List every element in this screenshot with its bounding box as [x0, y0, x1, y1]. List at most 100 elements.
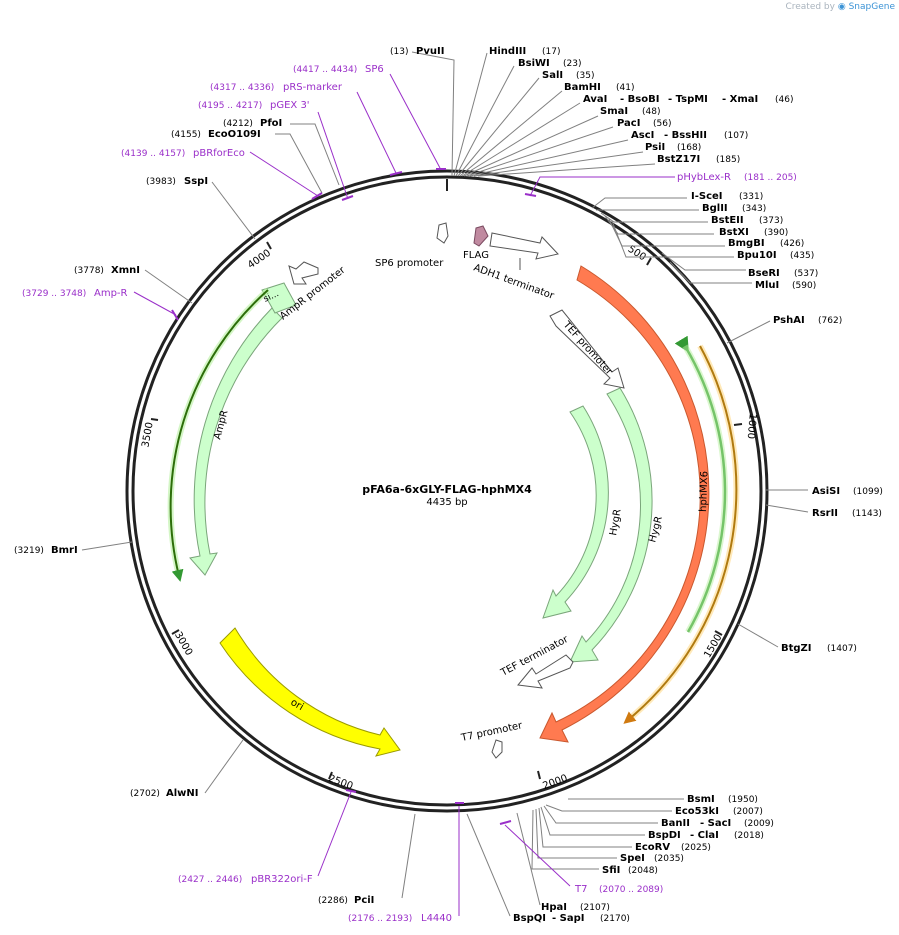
- enzyme-name: - TspMI: [668, 94, 708, 105]
- enzyme-name: AscI: [631, 130, 654, 141]
- hphmx6-label: hphMX6: [698, 471, 710, 512]
- flag-arrow: [473, 225, 489, 247]
- enzyme-leader-line: [466, 813, 511, 917]
- primer-name: pRS-marker: [283, 82, 343, 93]
- enzyme-leader-line: [516, 812, 541, 906]
- enzyme-pos: (1099): [853, 487, 883, 497]
- enzyme-name: PfoI: [260, 118, 282, 129]
- primer-name: pGEX 3': [270, 100, 310, 111]
- enzyme-leader-line: [473, 151, 644, 177]
- enzyme-pos: (2007): [733, 807, 763, 817]
- enzyme-leader-line: [290, 123, 340, 186]
- primer-binding-arrow-orange: [623, 345, 738, 724]
- primer-site-marker: [499, 820, 512, 825]
- enzyme-leader-line: [275, 133, 323, 194]
- primer-leader-line: [317, 791, 352, 877]
- enzyme-pos: (2025): [681, 843, 711, 853]
- t7-promoter-label: T7 promoter: [459, 720, 524, 744]
- enzyme-name: BstZ17I: [657, 154, 700, 165]
- tick-label: 3000: [172, 630, 194, 658]
- primer-range: (4195 .. 4217): [198, 101, 262, 111]
- enzyme-leader-line: [538, 807, 632, 848]
- enzyme-leader-line: [611, 220, 734, 258]
- enzyme-name: BstEII: [711, 215, 744, 226]
- enzyme-name: - SapI: [552, 913, 584, 924]
- enzyme-name: BmrI: [51, 545, 78, 556]
- adh1-terminator-label: ADH1 terminator: [472, 262, 556, 302]
- enzyme-leader-line: [463, 115, 599, 177]
- enzyme-pos: (762): [818, 316, 842, 326]
- enzyme-leader-line: [204, 739, 244, 794]
- enzyme-leader-line: [211, 181, 256, 240]
- primer-site-marker: [311, 192, 323, 200]
- primer-binding-arrow-green-outline: [682, 344, 728, 634]
- enzyme-name: PacI: [617, 118, 640, 129]
- enzyme-name: BtgZI: [781, 643, 812, 654]
- enzyme-name: BamHI: [564, 82, 601, 93]
- tick-mark: [714, 630, 723, 636]
- enzyme-name: PvuII: [416, 46, 444, 57]
- enzyme-pos: (56): [653, 119, 671, 129]
- tick-marks: [150, 241, 743, 780]
- enzyme-name: SmaI: [600, 106, 628, 117]
- enzyme-name: BanII: [661, 818, 690, 829]
- primer-site-marker: [389, 171, 403, 176]
- primer-name: pHybLex-R: [677, 172, 731, 183]
- enzyme-pos: (48): [642, 107, 660, 117]
- enzyme-leader-line: [765, 504, 809, 513]
- ampr-promoter-arrow: [288, 261, 319, 285]
- primer-labels: (4417 .. 4434) SP6 (4317 .. 4336) pRS-ma…: [22, 64, 797, 924]
- enzyme-name: PshAI: [773, 315, 805, 326]
- enzyme-name: AsiSI: [812, 486, 840, 497]
- enzyme-pos: (3983): [146, 177, 176, 187]
- enzyme-name: BspQI: [513, 913, 546, 924]
- t7-promoter-arrow: [491, 739, 503, 759]
- enzyme-leader-line: [604, 215, 714, 235]
- enzyme-leader-line: [669, 261, 752, 284]
- primer-leader-line: [529, 176, 675, 197]
- enzyme-name: SalI: [542, 70, 563, 81]
- enzyme-pos: (1143): [852, 509, 882, 519]
- primer-range: (3729 .. 3748): [22, 289, 86, 299]
- tick-mark: [646, 257, 652, 266]
- enzyme-name: XmnI: [111, 265, 140, 276]
- primer-site-marker: [345, 789, 357, 793]
- enzyme-pos: (426): [780, 239, 804, 249]
- tick-mark: [328, 771, 333, 780]
- primer-range: (4139 .. 4157): [121, 149, 185, 159]
- enzyme-pos: (537): [794, 269, 818, 279]
- enzyme-name: BsmI: [687, 794, 715, 805]
- enzyme-leader-line: [461, 102, 581, 177]
- enzyme-pos: (2035): [654, 854, 684, 864]
- flag-label: FLAG: [463, 250, 489, 261]
- enzyme-name: - BsoBI: [620, 94, 659, 105]
- enzyme-name: EcoRV: [635, 842, 670, 853]
- enzyme-pos: (4155): [171, 130, 201, 140]
- enzyme-pos: (46): [775, 95, 793, 105]
- enzyme-pos: (390): [764, 228, 788, 238]
- backbone: [125, 169, 769, 813]
- enzyme-pos: (168): [677, 143, 701, 153]
- tick-mark: [171, 629, 180, 635]
- primer-name: pBRforEco: [193, 148, 245, 159]
- primer-range: (2176 .. 2193): [348, 914, 412, 924]
- credit-brand: SnapGene: [848, 2, 895, 12]
- enzyme-pos: (343): [742, 204, 766, 214]
- enzyme-pos: (2107): [580, 903, 610, 913]
- primer-range: (181 .. 205): [744, 173, 797, 183]
- enzyme-leader-line: [457, 77, 540, 177]
- credit-prefix: Created by: [785, 2, 835, 12]
- snapgene-credit: Created by ◉ SnapGene: [785, 2, 895, 12]
- hphmx6-arrow: [539, 265, 710, 743]
- enzyme-name: BglII: [702, 203, 728, 214]
- primer-leader-line: [133, 291, 177, 316]
- enzyme-leader-line: [545, 804, 672, 812]
- sp6-promoter-arrow: [436, 222, 449, 244]
- tick-mark: [150, 418, 159, 421]
- primer-name: pBR322ori-F: [251, 874, 313, 885]
- enzyme-name: RsrII: [812, 508, 838, 519]
- enzyme-name: BmgBI: [728, 238, 765, 249]
- primer-range: (2427 .. 2446): [178, 875, 242, 885]
- enzyme-pos: (23): [563, 59, 581, 69]
